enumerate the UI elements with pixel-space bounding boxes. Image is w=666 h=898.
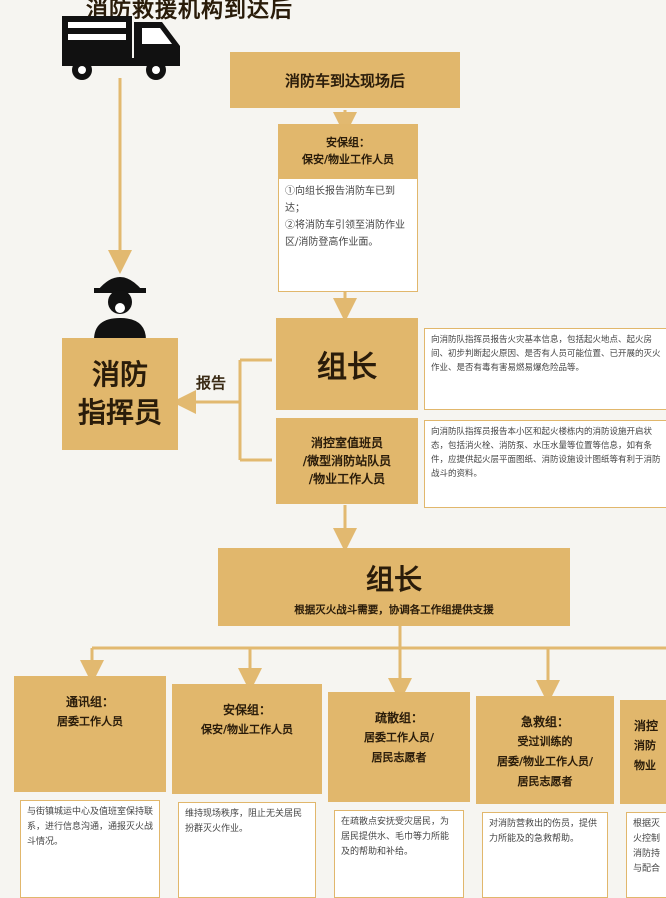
group-member-line: 保安/物业工作人员 <box>200 723 294 736</box>
security-group-top-header: 安保组： 保安/物业工作人员 <box>278 124 418 178</box>
security-group-top-members: 保安/物业工作人员 <box>301 153 395 166</box>
security-step-2: ②将消防车引领至消防作业区/消防登高作业面。 <box>285 220 405 248</box>
group-title: 急救组： <box>520 715 569 729</box>
report-label: 报告 <box>196 374 227 392</box>
leader-note: 向消防队指挥员报告火灾基本信息，包括起火地点、起火房间、初步判断起火原因、是否有… <box>424 328 666 410</box>
control-room-line3: /物业工作人员 <box>308 472 386 486</box>
control-room-box: 消控室值班员 /微型消防站队员 /物业工作人员 <box>276 418 418 504</box>
group-card: 通讯组： 居委工作人员 <box>14 676 166 792</box>
group-member-line: 居民志愿者 <box>517 775 573 788</box>
fire-commander-box: 消防 指挥员 <box>62 338 178 450</box>
group-note: 在疏散点安抚受灾居民，为居民提供水、毛巾等力所能及的帮助和补给。 <box>334 810 464 898</box>
group-note: 根据灭火控制消防持与配合 <box>626 812 666 898</box>
fire-commander-line2: 指挥员 <box>77 396 162 429</box>
group-card: 安保组： 保安/物业工作人员 <box>172 684 322 794</box>
leader-main-subtitle: 根据灭火战斗需要，协调各工作组提供支援 <box>294 603 494 616</box>
fire-commander-line1: 消防 <box>91 358 148 391</box>
firefighter-icon <box>94 277 146 340</box>
group-note: 对消防营救出的伤员，提供力所能及的急救帮助。 <box>482 812 608 898</box>
group-note: 维持现场秩序，阻止无关居民扮群灭火作业。 <box>178 802 316 898</box>
fire-truck-icon <box>62 16 180 80</box>
leader-box: 组长 <box>276 318 418 410</box>
group-title: 疏散组： <box>374 711 423 725</box>
security-group-top-title: 安保组： <box>326 136 370 149</box>
leader-main-box: 组长 根据灭火战斗需要，协调各工作组提供支援 <box>218 548 570 626</box>
security-step-1: ①向组长报告消防车已到达； <box>285 186 395 214</box>
group-title: 安保组： <box>222 703 271 717</box>
security-group-top-steps: ①向组长报告消防车已到达； ②将消防车引领至消防作业区/消防登高作业面。 <box>278 178 418 292</box>
control-room-line1: 消控室值班员 <box>310 436 383 450</box>
group-card: 疏散组： 居委工作人员/居民志愿者 <box>328 692 470 802</box>
group-note: 与街镇城运中心及值班室保持联系，进行信息沟通，通报灭火战斗情况。 <box>20 800 160 898</box>
group-member-line: 消防 <box>634 739 656 752</box>
group-title: 通讯组： <box>65 695 114 709</box>
leader-main-title: 组长 <box>365 562 422 596</box>
group-title: 消控 <box>634 719 659 733</box>
group-member-line: 物业 <box>634 759 656 772</box>
group-member-line: 居委/物业工作人员/ <box>496 755 594 768</box>
group-card: 急救组： 受过训练的居委/物业工作人员/居民志愿者 <box>476 696 614 804</box>
group-member-line: 受过训练的 <box>517 735 573 748</box>
header-title: 消防救援机构到达后 <box>86 0 294 23</box>
group-member-line: 居委工作人员/ <box>363 731 435 744</box>
control-room-line2: /微型消防站队员 <box>302 454 392 468</box>
group-card: 消控消防物业 <box>620 700 666 804</box>
group-member-line: 居委工作人员 <box>57 715 123 728</box>
arrival-banner: 消防车到达现场后 <box>230 52 460 108</box>
group-member-line: 居民志愿者 <box>371 751 427 764</box>
control-room-note: 向消防队指挥员报告本小区和起火楼栋内的消防设施开启状态，包括消火栓、消防泵、水压… <box>424 420 666 508</box>
